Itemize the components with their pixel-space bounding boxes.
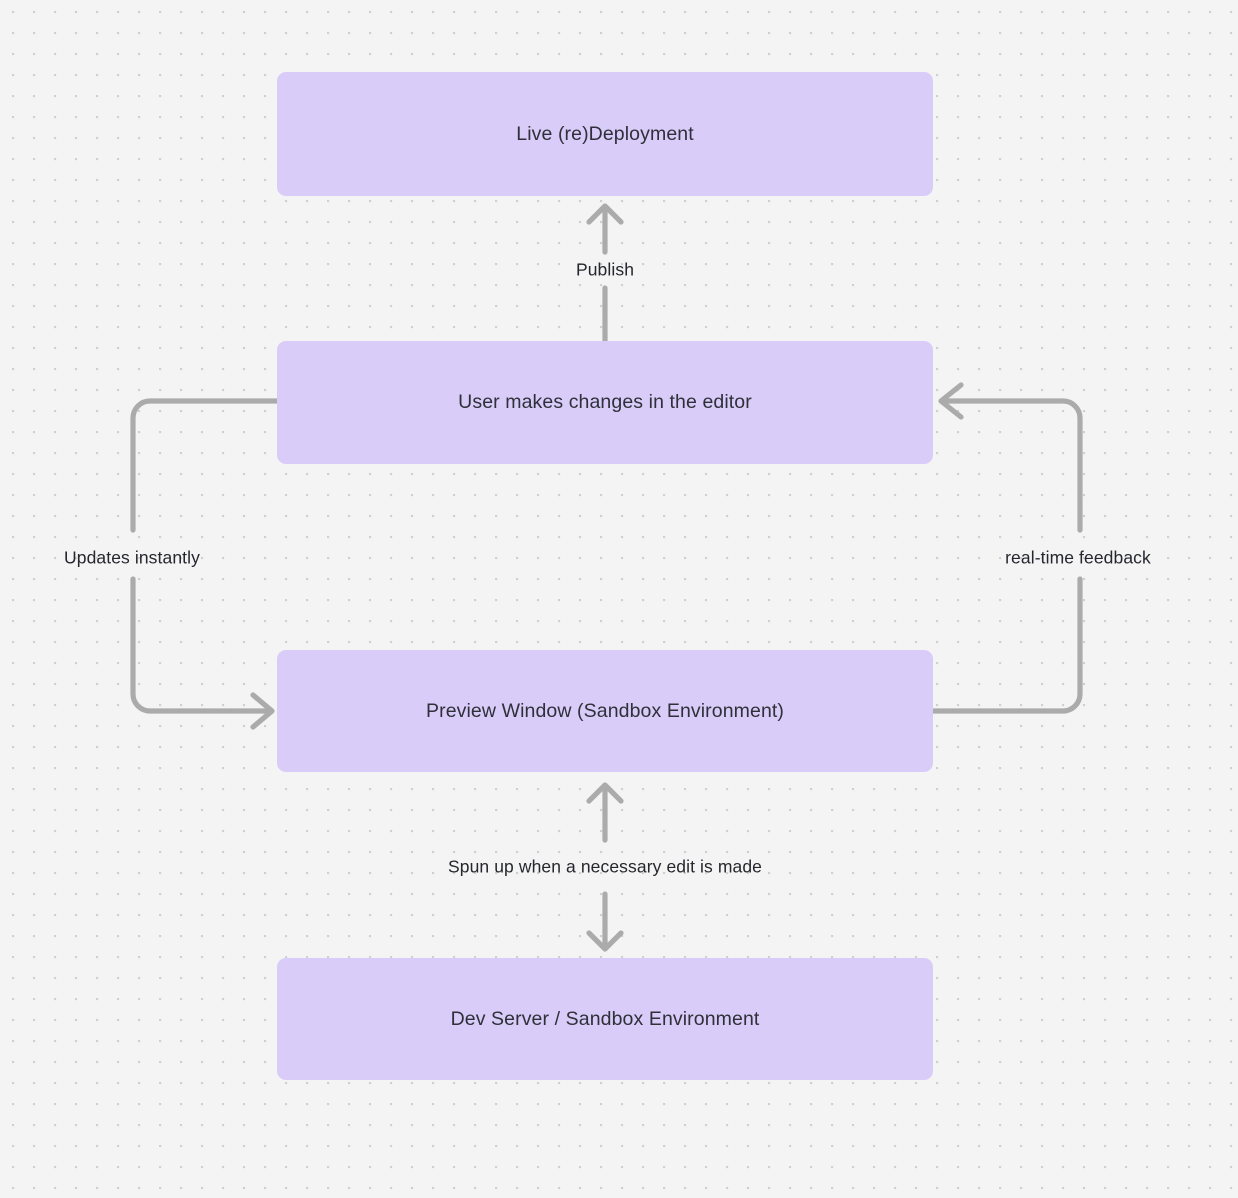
node-label: User makes changes in the editor (458, 391, 752, 414)
edge-label-real-time-feedback: real-time feedback (1005, 547, 1151, 568)
node-label: Preview Window (Sandbox Environment) (426, 699, 784, 722)
node-user-changes[interactable]: User makes changes in the editor (277, 341, 933, 464)
node-preview-window[interactable]: Preview Window (Sandbox Environment) (277, 650, 933, 772)
node-live-deployment[interactable]: Live (re)Deployment (277, 72, 933, 196)
node-label: Dev Server / Sandbox Environment (450, 1007, 760, 1030)
node-label: Live (re)Deployment (516, 122, 694, 145)
edge-label-publish: Publish (575, 259, 635, 280)
edge-label-spun-up: Spun up when a necessary edit is made (447, 856, 763, 877)
edge-label-updates-instantly: Updates instantly (64, 547, 200, 568)
node-dev-server[interactable]: Dev Server / Sandbox Environment (277, 958, 933, 1080)
